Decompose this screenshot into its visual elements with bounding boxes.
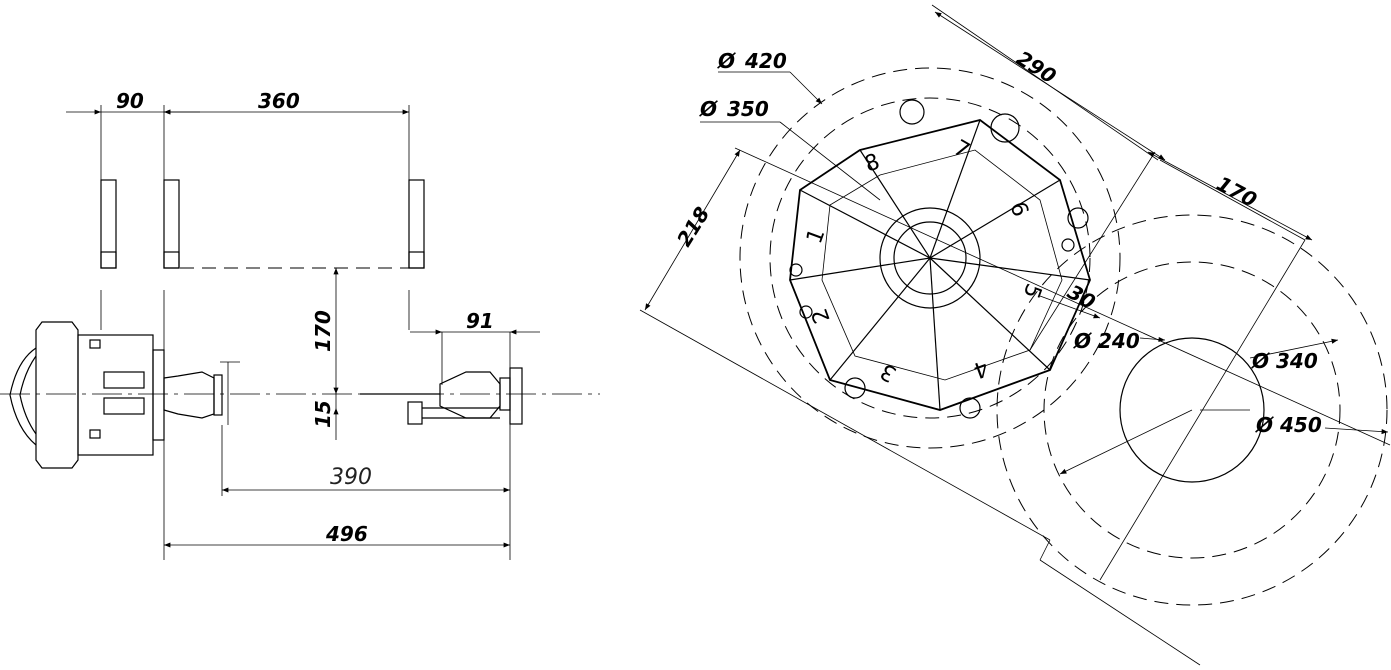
tool-stations xyxy=(789,119,1091,411)
chuck-circle-450 xyxy=(996,214,1388,606)
dimension-dia-450: Ø 450 xyxy=(1059,409,1389,475)
dimension-dia-340: Ø 340 xyxy=(1249,338,1339,373)
dimension-170-turret: 170 xyxy=(1147,151,1313,241)
dimension-218: 218 xyxy=(644,149,741,311)
dim-496-label: 496 xyxy=(325,522,368,546)
dim-170-label: 170 xyxy=(311,310,335,352)
dim-390-label: 390 xyxy=(330,465,372,490)
dim-dia-340-symbol: Ø xyxy=(1251,349,1270,373)
dimension-496: 496 xyxy=(164,522,510,548)
dim-dia-420-label: 420 xyxy=(744,49,787,73)
dim-290-label: 290 xyxy=(1012,46,1060,89)
side-view: 90 360 170 xyxy=(0,89,600,560)
tool-holder-blocks xyxy=(100,179,425,269)
dimension-91: 91 xyxy=(410,309,540,385)
dimension-360: 360 xyxy=(164,89,409,115)
dim-dia-240-label: 240 xyxy=(1098,329,1140,353)
dim-90-label: 90 xyxy=(116,89,144,113)
dim-dia-340-label: 340 xyxy=(1276,349,1318,373)
station-3-label: 3 xyxy=(876,358,901,387)
dimension-dia-240: Ø 240 xyxy=(1073,329,1166,353)
dimension-390: 390 xyxy=(221,424,511,560)
dim-dia-450-label: 450 xyxy=(1279,413,1322,437)
tool-holder xyxy=(360,367,523,425)
turret-body xyxy=(789,119,1091,411)
dim-91-label: 91 xyxy=(466,309,494,333)
station-7-label: 7 xyxy=(949,136,974,165)
dim-15-label: 15 xyxy=(311,400,335,428)
dim-dia-350-label: 350 xyxy=(727,97,769,121)
dimension-15: 15 xyxy=(311,394,339,440)
dimension-90: 90 xyxy=(66,89,200,115)
turret-hub-inner xyxy=(893,221,967,295)
dimension-170: 170 xyxy=(311,268,339,394)
chuck xyxy=(9,321,240,469)
dimension-290: 290 xyxy=(934,11,1166,161)
turret-hub-outer xyxy=(879,207,981,309)
dim-dia-450-symbol: Ø xyxy=(1255,413,1274,437)
chuck-circle-inner xyxy=(1119,337,1265,483)
station-4-label: 4 xyxy=(970,354,992,382)
dim-218-label: 218 xyxy=(672,202,715,250)
dimension-dia-350: Ø 350 xyxy=(699,97,881,201)
dim-360-label: 360 xyxy=(258,89,300,113)
turret-view: 1 2 3 4 5 6 7 8 xyxy=(639,4,1391,666)
turret-clearance-circle-350 xyxy=(769,97,1091,419)
turret-clearance-circle-420 xyxy=(739,67,1121,449)
chuck-circle-340 xyxy=(1043,261,1341,559)
dimension-dia-420: Ø 420 xyxy=(717,49,823,105)
dim-dia-420-symbol: Ø xyxy=(717,49,736,73)
station-1-label: 1 xyxy=(802,225,830,247)
dimension-30: 30 xyxy=(1039,280,1101,319)
station-2-label: 2 xyxy=(807,305,835,327)
station-8-label: 8 xyxy=(862,149,884,177)
dim-dia-240-symbol: Ø xyxy=(1073,329,1092,353)
dim-30-label: 30 xyxy=(1064,280,1100,315)
dim-dia-350-symbol: Ø xyxy=(699,97,718,121)
dim-170-turret-label: 170 xyxy=(1213,171,1261,212)
station-6-label: 6 xyxy=(1004,199,1032,221)
turret-face xyxy=(821,149,1063,381)
